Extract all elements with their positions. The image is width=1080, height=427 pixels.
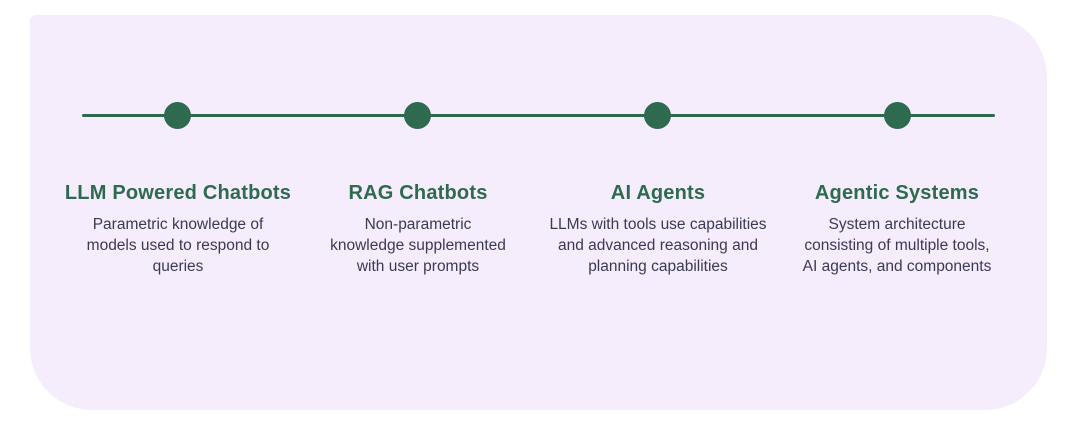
timeline-panel: LLM Powered Chatbots Parametric knowledg… <box>30 15 1047 410</box>
milestone-title: RAG Chatbots <box>348 182 488 204</box>
milestone-agentic-systems: Agentic Systems System architecture cons… <box>757 182 1037 277</box>
milestone-title: AI Agents <box>610 182 706 204</box>
milestone-description: LLMs with tools use capabilities and adv… <box>549 216 767 275</box>
milestone-ai-agents: AI Agents LLMs with tools use capabiliti… <box>518 182 798 277</box>
timeline-dot <box>404 102 431 129</box>
milestone-description: Parametric knowledge of models used to r… <box>86 216 270 275</box>
timeline-dot <box>164 102 191 129</box>
timeline-line <box>82 114 995 117</box>
milestone-description: Non-parametric knowledge supplemented wi… <box>330 216 506 275</box>
timeline-dot <box>644 102 671 129</box>
milestone-title: Agentic Systems <box>814 182 980 204</box>
milestone-rag-chatbots: RAG Chatbots Non-parametric knowledge su… <box>278 182 558 277</box>
milestone-title: LLM Powered Chatbots <box>64 182 292 204</box>
milestone-llm-powered-chatbots: LLM Powered Chatbots Parametric knowledg… <box>38 182 318 277</box>
timeline-dot <box>884 102 911 129</box>
milestone-description: System architecture consisting of multip… <box>802 216 992 275</box>
